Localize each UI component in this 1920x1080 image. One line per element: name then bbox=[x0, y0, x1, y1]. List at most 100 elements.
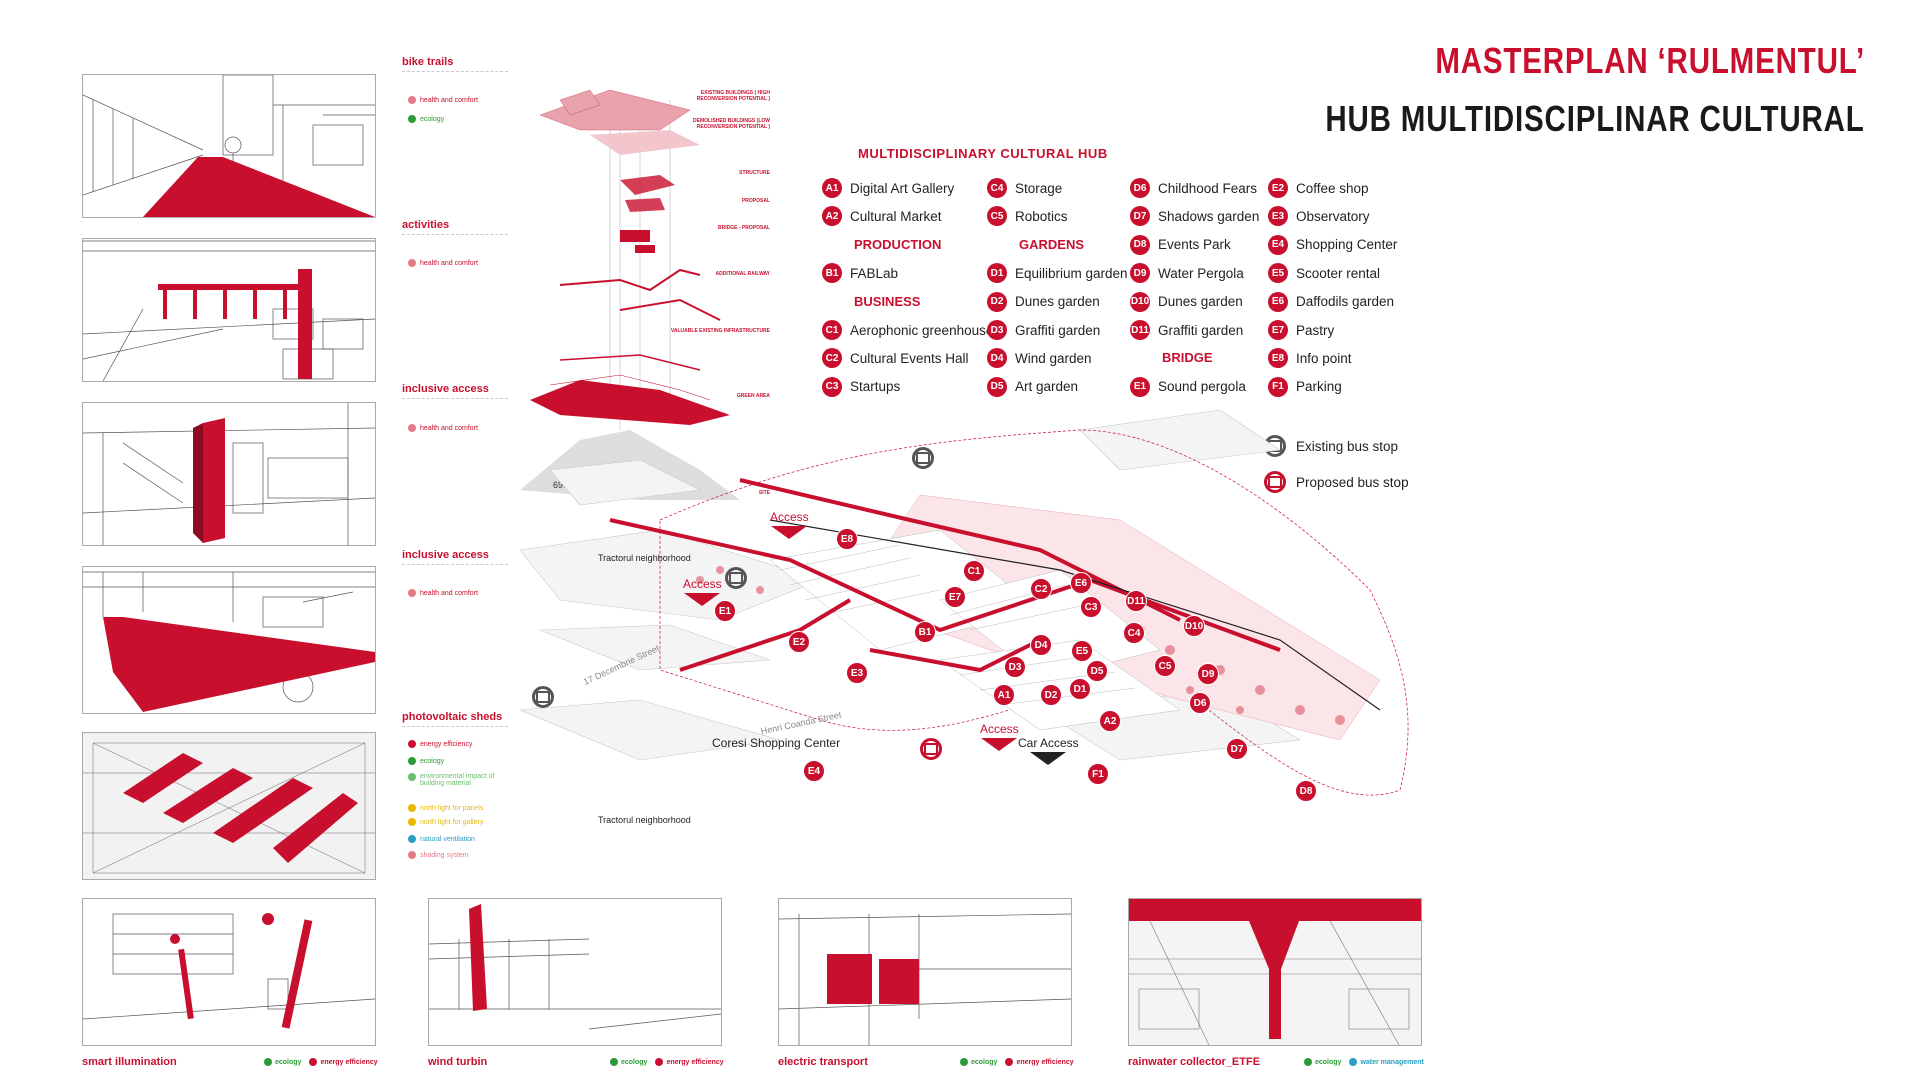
legend-label: Childhood Fears bbox=[1158, 180, 1258, 196]
map-pin-e8[interactable]: E8 bbox=[836, 528, 858, 550]
criterion: health and comfort bbox=[408, 259, 478, 267]
divider bbox=[402, 564, 508, 565]
legend-label: Daffodils garden bbox=[1296, 294, 1395, 310]
map-pin-c1[interactable]: C1 bbox=[963, 560, 985, 582]
electric-transport-sketch bbox=[778, 898, 1072, 1046]
map-pin-d7[interactable]: D7 bbox=[1226, 738, 1248, 760]
section-title: photovoltaic sheds bbox=[402, 711, 503, 723]
legend-label: Coffee shop bbox=[1296, 180, 1369, 196]
ecology-icon bbox=[408, 757, 416, 765]
legend-code-badge: E6 bbox=[1268, 291, 1288, 312]
legend-label: Equilibrium garden bbox=[1015, 265, 1128, 281]
legend-code-badge: D8 bbox=[1130, 234, 1150, 255]
legend-label: Shadows garden bbox=[1158, 208, 1260, 224]
legend-label: Art garden bbox=[1015, 379, 1079, 395]
legend-label: Pastry bbox=[1296, 322, 1335, 338]
map-pin-d6[interactable]: D6 bbox=[1189, 692, 1211, 714]
legend-label: Shopping Center bbox=[1296, 237, 1398, 253]
map-pin-e2[interactable]: E2 bbox=[788, 631, 810, 653]
map-pin-e7[interactable]: E7 bbox=[944, 586, 966, 608]
access-marker: Access bbox=[770, 510, 809, 539]
map-pin-d11[interactable]: D11 bbox=[1125, 590, 1147, 612]
legend-item-e5: E5 Scooter rental bbox=[1268, 263, 1381, 284]
legend-label: Events Park bbox=[1158, 237, 1231, 253]
layer-label: GREEN AREA bbox=[736, 393, 770, 399]
legend-code-badge: C1 bbox=[822, 320, 842, 340]
map-pin-e4[interactable]: E4 bbox=[803, 760, 825, 782]
map-pin-e6[interactable]: E6 bbox=[1070, 572, 1092, 594]
criterion: energy efficiency bbox=[408, 740, 472, 748]
criterion: north light for gallery bbox=[408, 818, 483, 826]
criterion: ecology bbox=[408, 757, 444, 765]
map-pin-b1[interactable]: B1 bbox=[914, 621, 936, 643]
car-access-triangle-icon bbox=[1030, 752, 1067, 765]
map-pin-c2[interactable]: C2 bbox=[1030, 578, 1052, 600]
map-pin-e3[interactable]: E3 bbox=[846, 662, 868, 684]
access-marker: Access bbox=[683, 577, 722, 606]
access-marker: Access bbox=[980, 722, 1019, 751]
map-pin-c3[interactable]: C3 bbox=[1080, 596, 1102, 618]
map-pin-e1[interactable]: E1 bbox=[714, 600, 736, 622]
map-pin-a1[interactable]: A1 bbox=[993, 684, 1015, 706]
map-pin-d5[interactable]: D5 bbox=[1086, 660, 1108, 682]
legend-code-badge: F1 bbox=[1268, 376, 1288, 397]
map-pin-c5[interactable]: C5 bbox=[1154, 655, 1176, 677]
map-pin-f1[interactable]: F1 bbox=[1087, 763, 1109, 785]
map-pin-d1[interactable]: D1 bbox=[1069, 678, 1091, 700]
ecology-icon bbox=[408, 115, 416, 123]
layer-label: STRUCTURE bbox=[739, 170, 770, 176]
caption-rainwater-collector: rainwater collector_ETFE bbox=[1128, 1056, 1261, 1068]
layer-label: DEMOLISHED BUILDINGS (LOW RECONVERSION P… bbox=[693, 118, 770, 130]
ecology-icon bbox=[1304, 1058, 1312, 1066]
section-title: bike trails bbox=[402, 56, 454, 68]
car-access-marker: Car Access bbox=[1018, 736, 1079, 765]
legend-code-badge: D11 bbox=[1130, 320, 1150, 340]
legend-existing-bus-stop: Existing bus stop bbox=[1264, 435, 1398, 457]
legend-code-badge: E3 bbox=[1268, 206, 1288, 227]
map-pin-d2[interactable]: D2 bbox=[1040, 684, 1062, 706]
map-pin-c4[interactable]: C4 bbox=[1123, 622, 1145, 644]
legend-code-badge: D7 bbox=[1130, 206, 1150, 227]
legend-code-badge: E2 bbox=[1268, 178, 1288, 198]
map-pin-d4[interactable]: D4 bbox=[1030, 634, 1052, 656]
masterplan-map bbox=[519, 409, 1440, 880]
activities-sketch bbox=[82, 238, 376, 382]
legend-label: Cultural Events Hall bbox=[850, 350, 969, 366]
layer-label: PROPOSAL bbox=[741, 198, 770, 204]
health-icon bbox=[408, 589, 416, 597]
legend-code-badge: D9 bbox=[1130, 263, 1150, 284]
legend-heading: MULTIDISCIPLINARY CULTURAL HUB bbox=[858, 146, 1108, 161]
health-icon bbox=[408, 259, 416, 267]
divider bbox=[402, 398, 508, 399]
map-pin-e5[interactable]: E5 bbox=[1071, 640, 1093, 662]
material-icon bbox=[408, 773, 416, 781]
map-pin-d10[interactable]: D10 bbox=[1183, 615, 1205, 637]
map-pin-d9[interactable]: D9 bbox=[1197, 663, 1219, 685]
legend-code-badge: D1 bbox=[987, 263, 1007, 284]
caption-tags: ecology energy efficiency bbox=[610, 1058, 724, 1066]
legend-code-badge: A1 bbox=[822, 178, 842, 198]
legend-category: BRIDGE bbox=[1162, 350, 1213, 366]
smart-illumination-sketch bbox=[82, 898, 376, 1046]
legend-label: Scooter rental bbox=[1296, 265, 1381, 281]
legend-code-badge: E5 bbox=[1268, 263, 1288, 284]
legend-label: Sound pergola bbox=[1158, 379, 1246, 395]
map-pin-d3[interactable]: D3 bbox=[1004, 656, 1026, 678]
section-title: inclusive access bbox=[402, 383, 489, 395]
map-drawing bbox=[519, 409, 1409, 796]
legend-label: Parking bbox=[1296, 379, 1342, 395]
map-label-coresi: Coresi Shopping Center bbox=[712, 736, 841, 750]
legend-code-badge: E1 bbox=[1130, 376, 1150, 397]
map-pin-d8[interactable]: D8 bbox=[1295, 780, 1317, 802]
ramp-access-sketch bbox=[82, 566, 376, 714]
legend-item-e6: E6 Daffodils garden bbox=[1268, 291, 1395, 312]
legend-label: Wind garden bbox=[1015, 350, 1092, 366]
legend-code-badge: D5 bbox=[987, 376, 1007, 397]
map-pin-a2[interactable]: A2 bbox=[1099, 710, 1121, 732]
legend-label: Water Pergola bbox=[1158, 265, 1244, 281]
